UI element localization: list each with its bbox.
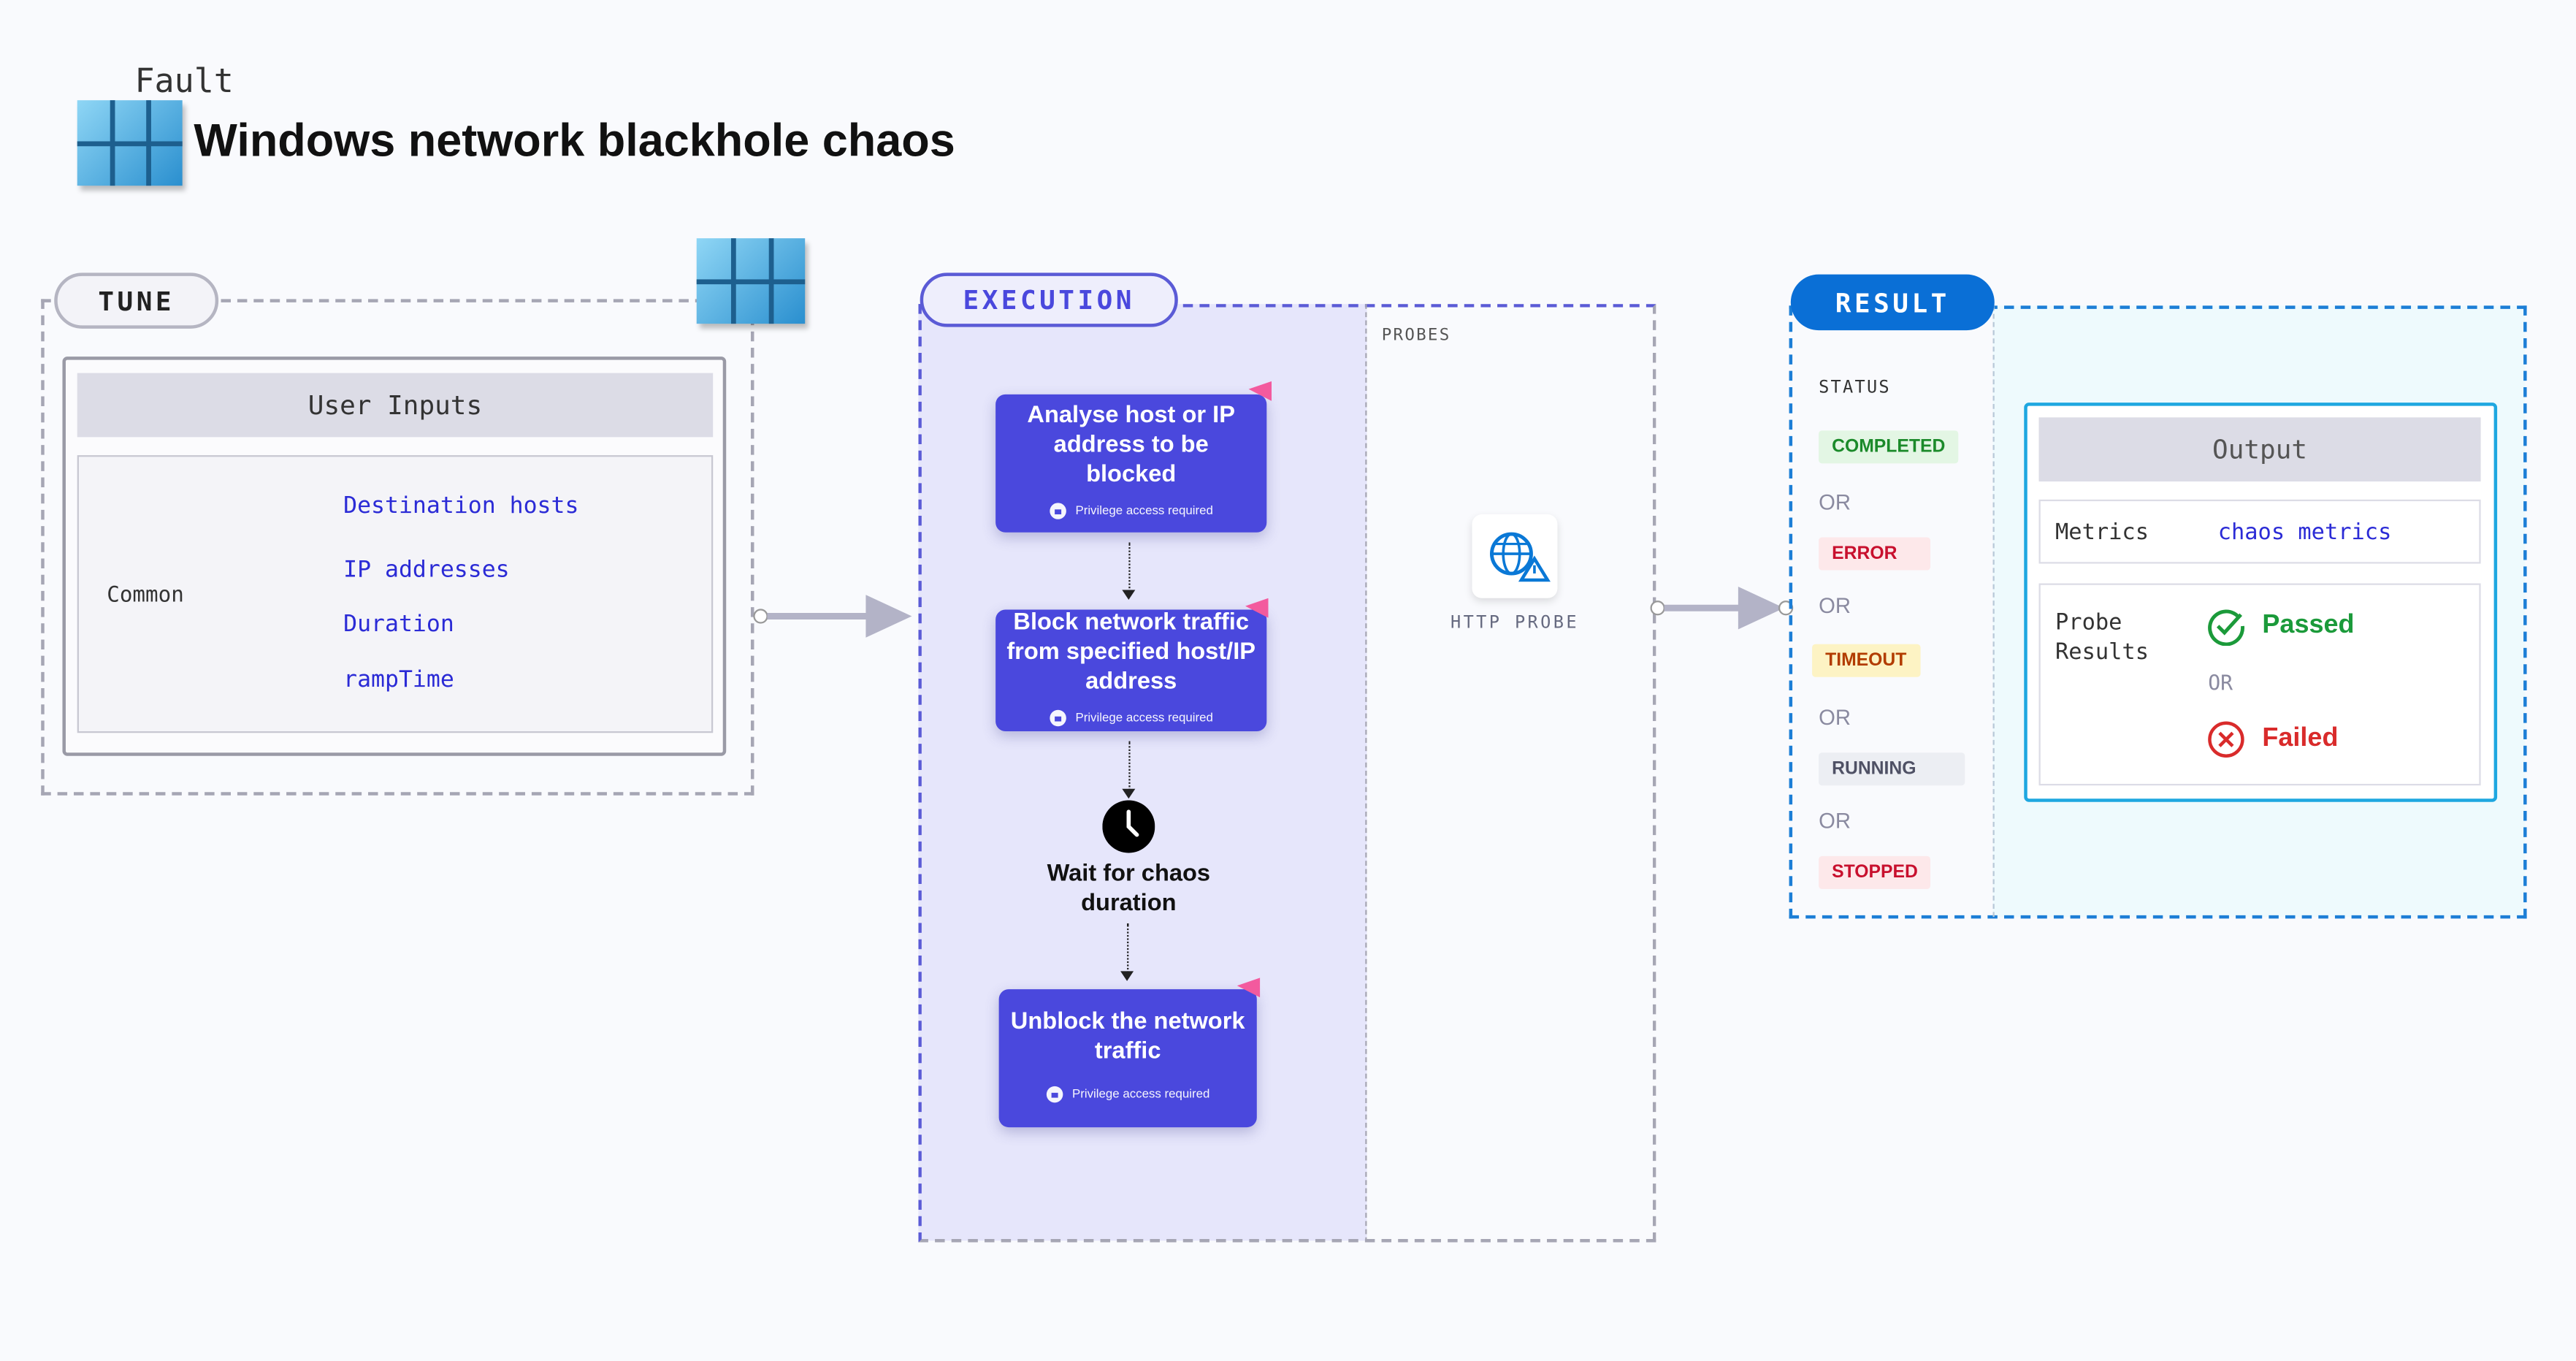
step-title: Analyse host or IP address to be blocked: [1027, 403, 1235, 489]
status-divider: [1992, 305, 1995, 918]
probes-divider: [1365, 304, 1367, 1243]
privilege-text: Privilege access required: [1071, 1086, 1210, 1102]
input-ip-addresses: IP addresses: [343, 557, 510, 584]
probe-results-label: Probe Results: [2055, 609, 2149, 666]
result-label: RESULT: [1790, 274, 1995, 331]
status-completed: COMPLETED: [1819, 430, 1959, 464]
or-text: OR: [1819, 808, 1851, 834]
status-label: STATUS: [1819, 378, 1891, 398]
lock-icon: [1049, 709, 1066, 727]
inputs-box: [77, 455, 714, 733]
lock-icon: [1045, 1086, 1063, 1103]
privilege-note: Privilege access required: [1045, 1080, 1210, 1109]
windows-logo-icon: [77, 100, 183, 186]
status-error: ERROR: [1819, 537, 1930, 571]
tune-label: TUNE: [54, 272, 219, 329]
or-text: OR: [1819, 489, 1851, 515]
windows-logo-icon: [696, 238, 806, 324]
connector-arrow-icon: [1122, 590, 1136, 601]
input-destination-hosts: Destination hosts: [343, 492, 579, 519]
privilege-text: Privilege access required: [1075, 709, 1213, 725]
x-circle-icon: [2208, 721, 2244, 758]
lock-icon: [1049, 503, 1066, 519]
arrow-execution-to-result: [1650, 587, 1794, 630]
step-analyse-host: Analyse host or IP address to be blocked…: [995, 394, 1267, 533]
connector-arrow-icon: [1120, 971, 1134, 981]
passed-label: Passed: [2262, 611, 2355, 640]
globe-warning-icon: [1489, 532, 1551, 582]
fault-label: Fault: [134, 61, 234, 101]
or-text: OR: [1819, 704, 1851, 730]
probe-results-row: [2038, 583, 2481, 786]
http-probe-card[interactable]: [1472, 514, 1558, 598]
group-common: Common: [107, 583, 184, 609]
status-timeout: TIMEOUT: [1812, 644, 1920, 677]
or-text: OR: [1819, 593, 1851, 618]
metrics-value: chaos metrics: [2217, 519, 2392, 546]
tune-section: [41, 299, 754, 796]
step-block-traffic: Block network traffic from specified hos…: [995, 609, 1267, 733]
execution-section: [918, 304, 1656, 1243]
execution-label: EXECUTION: [920, 272, 1178, 327]
metrics-label: Metrics: [2055, 519, 2149, 546]
connector: [1128, 542, 1131, 592]
connector-arrow-icon: [1122, 788, 1136, 799]
privilege-text: Privilege access required: [1075, 503, 1213, 518]
privilege-note: Privilege access required: [1049, 704, 1213, 733]
check-circle-icon: [2208, 609, 2244, 647]
probes-label: PROBES: [1381, 327, 1451, 346]
input-ramptime: rampTime: [343, 667, 454, 694]
metrics-row: [2038, 499, 2481, 564]
result-section: [1789, 305, 2527, 919]
http-probe-label: HTTP PROBE: [1450, 613, 1579, 633]
or-text: OR: [2208, 670, 2233, 695]
connector: [1127, 923, 1129, 973]
user-inputs-header: User Inputs: [77, 373, 714, 438]
arrow-tune-to-execution: [753, 595, 912, 638]
privilege-note: Privilege access required: [1049, 496, 1213, 525]
step-title: Unblock the network traffic: [1010, 1009, 1245, 1065]
connector: [1128, 741, 1131, 790]
input-duration: Duration: [343, 611, 454, 638]
page-title: Windows network blackhole chaos: [194, 115, 955, 167]
failed-label: Failed: [2262, 724, 2339, 753]
status-running: RUNNING: [1819, 752, 1966, 786]
output-header: Output: [2038, 417, 2481, 482]
step-title: Block network traffic from specified hos…: [1006, 609, 1256, 695]
clock-icon: [1102, 800, 1155, 853]
status-stopped: STOPPED: [1819, 855, 1931, 889]
step-wait-duration: Wait for chaos duration: [1047, 861, 1211, 918]
